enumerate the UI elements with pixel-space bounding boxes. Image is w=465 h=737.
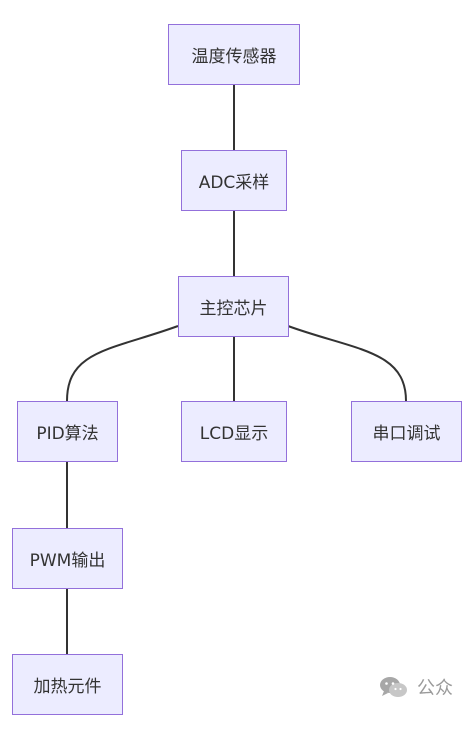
node-lcd-display-label: LCD显示 bbox=[199, 424, 269, 444]
edge-main-chip-to-pid-algorithm bbox=[66, 325, 179, 402]
wechat-watermark: 公众 bbox=[379, 670, 465, 704]
wechat-icon bbox=[380, 676, 407, 697]
node-lcd-display: LCD显示 bbox=[181, 401, 287, 462]
node-temperature-sensor-label: 温度传感器 bbox=[191, 47, 277, 67]
node-temperature-sensor: 温度传感器 bbox=[168, 24, 300, 85]
node-adc-sampling: ADC采样 bbox=[181, 150, 287, 211]
node-pid-algorithm-label: PID算法 bbox=[36, 424, 99, 444]
node-heating-element-label: 加热元件 bbox=[33, 677, 102, 697]
node-main-chip-label: 主控芯片 bbox=[199, 299, 268, 319]
node-pwm-output: PWM输出 bbox=[12, 528, 123, 589]
node-pid-algorithm: PID算法 bbox=[17, 401, 118, 462]
edge-main-chip-to-serial-debug bbox=[287, 325, 407, 402]
node-serial-debug-label: 串口调试 bbox=[372, 424, 441, 444]
node-main-chip: 主控芯片 bbox=[178, 276, 289, 337]
node-heating-element: 加热元件 bbox=[12, 654, 123, 715]
watermark-text: 公众 bbox=[417, 678, 453, 699]
node-pwm-output-label: PWM输出 bbox=[29, 551, 106, 571]
node-adc-sampling-label: ADC采样 bbox=[198, 173, 270, 193]
node-serial-debug: 串口调试 bbox=[351, 401, 462, 462]
